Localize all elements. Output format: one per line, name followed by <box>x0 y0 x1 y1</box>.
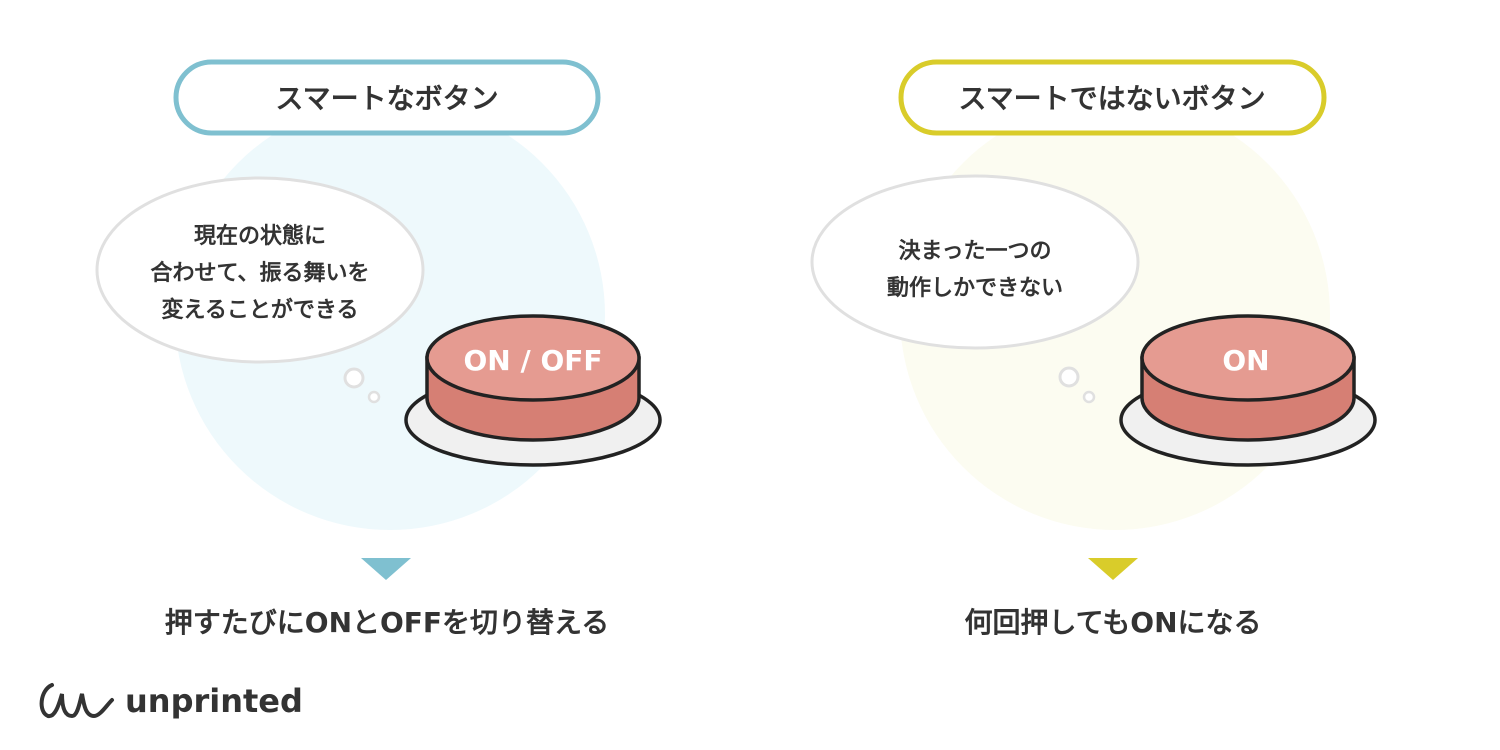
panel-title: スマートなボタン <box>275 82 498 115</box>
speech-bubble <box>810 174 1140 350</box>
bubble-line: 現在の状態に <box>194 223 326 249</box>
unprinted-logo: unprinted <box>39 682 303 720</box>
speech-bubble <box>95 176 425 364</box>
on-off-button-illustration: ON / OFF <box>404 314 662 467</box>
bubble-line: 動作しかできない <box>887 276 1063 301</box>
bubble-line: 変えることができる <box>162 297 359 323</box>
title-pill <box>898 59 1327 136</box>
non-smart-button-panel: スマートではないボタン 決まった一つの 動作しかできない ON 何回押してもON… <box>810 59 1377 639</box>
thought-dot <box>1058 366 1080 388</box>
logo-mark-icon <box>39 683 114 719</box>
button-label: ON <box>1222 344 1269 377</box>
bubble-line: 合わせて、振る舞いを <box>151 260 370 286</box>
caption: 何回押してもONになる <box>965 606 1262 639</box>
down-arrow-icon <box>1088 558 1138 580</box>
caption: 押すたびにONとOFFを切り替える <box>165 606 609 639</box>
on-button-illustration: ON <box>1119 314 1377 467</box>
button-label: ON / OFF <box>463 344 602 377</box>
logo-text: unprinted <box>125 682 303 720</box>
down-arrow-icon <box>361 558 411 580</box>
bubble-line: 決まった一つの <box>898 239 1051 264</box>
thought-dot <box>343 367 365 389</box>
thought-dot <box>367 390 381 404</box>
thought-dot <box>1082 390 1096 404</box>
panel-title: スマートではないボタン <box>958 82 1265 115</box>
smart-button-panel: スマートなボタン 現在の状態に 合わせて、振る舞いを 変えることができる ON … <box>95 59 662 639</box>
title-pill <box>173 59 601 136</box>
